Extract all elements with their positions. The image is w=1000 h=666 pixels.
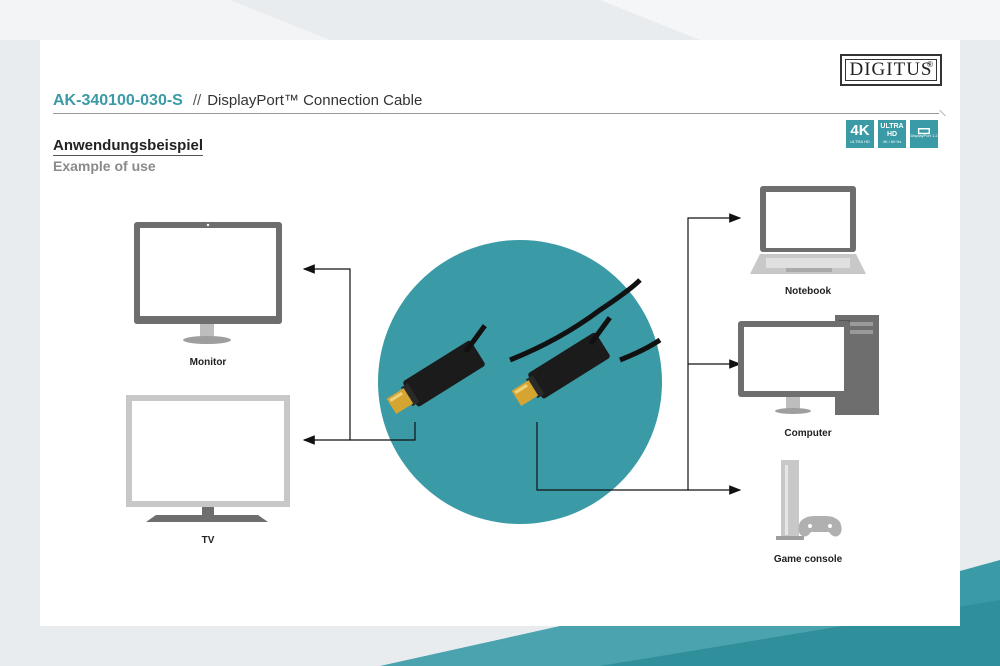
title-separator: // bbox=[192, 92, 202, 109]
connection-diagram bbox=[126, 186, 879, 540]
monitor-icon bbox=[134, 222, 282, 344]
title-divider bbox=[53, 113, 939, 114]
product-title: DisplayPort™ Connection Cable bbox=[207, 92, 423, 109]
tv-label: TV bbox=[201, 535, 215, 546]
section-title-en: Example of use bbox=[53, 158, 156, 174]
displayport-icon: ▭ DisplayPort 1.2 bbox=[910, 120, 938, 148]
displayport-cable-image bbox=[378, 240, 662, 524]
game-console-label: Game console bbox=[773, 554, 843, 565]
ultra-hd-icon: ULTRA HD 4K / 60 Hz bbox=[878, 120, 906, 148]
digitus-logo: DIGITUS ® bbox=[840, 54, 942, 86]
monitor-label: Monitor bbox=[189, 357, 227, 368]
notebook-label: Notebook bbox=[784, 286, 832, 297]
content-card: DIGITUS ® AK-340100-030-S // DisplayPort™ … bbox=[40, 40, 960, 626]
4k-icon: 4K ULTRA HD bbox=[846, 120, 874, 148]
tv-icon bbox=[126, 395, 290, 522]
section-title-de: Anwendungsbeispiel bbox=[53, 137, 204, 156]
right-connection-lines bbox=[536, 213, 742, 495]
left-connection-lines bbox=[302, 264, 416, 445]
computer-label: Computer bbox=[784, 428, 832, 439]
product-sku: AK-340100-030-S bbox=[53, 92, 183, 109]
computer-icon bbox=[738, 315, 879, 415]
game-console-icon bbox=[776, 460, 842, 540]
notebook-icon bbox=[750, 186, 866, 274]
product-header: AK-340100-030-S // DisplayPort™ Connection… bbox=[53, 92, 422, 110]
